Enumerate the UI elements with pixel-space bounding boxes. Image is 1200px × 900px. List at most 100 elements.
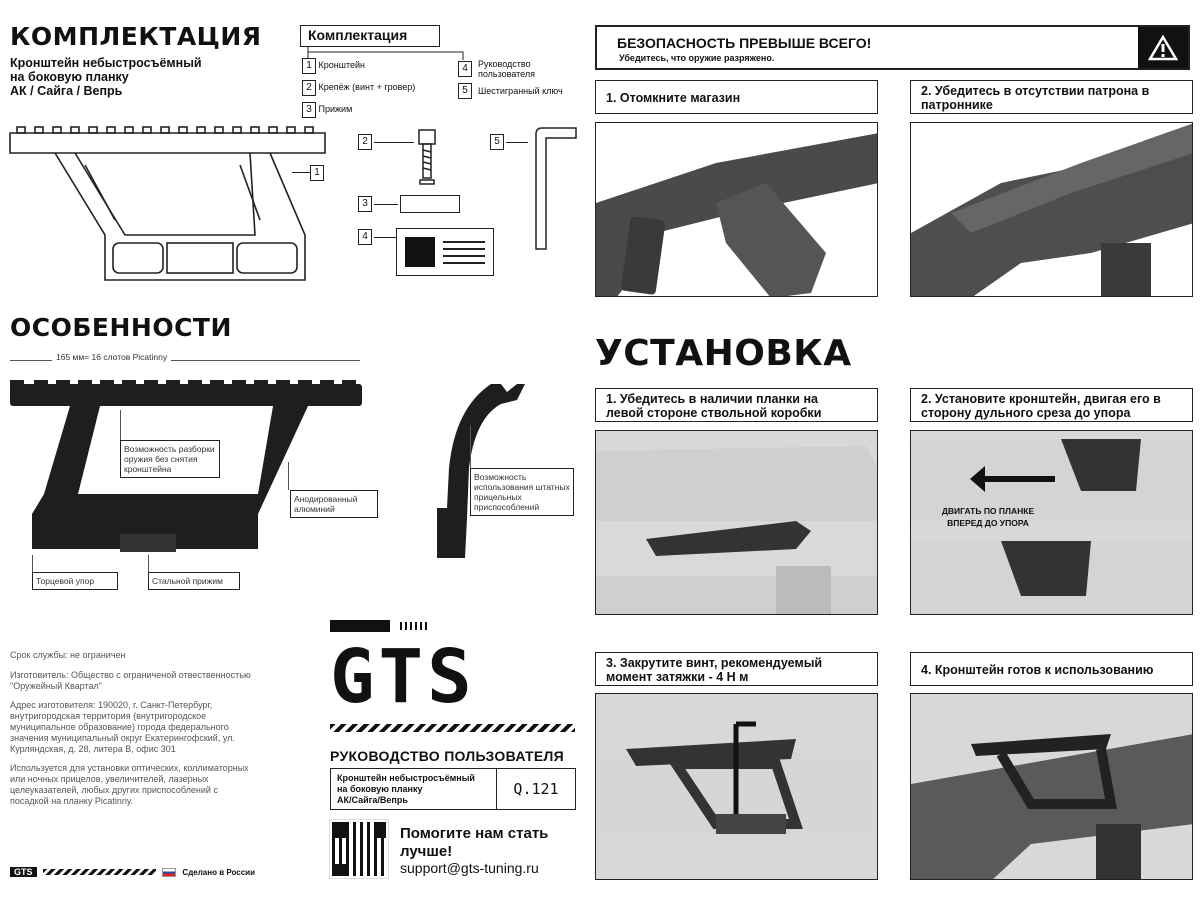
step-title: сторону дульного среза до упора (921, 406, 1131, 420)
usage-text: Используется для установки оптических, к… (10, 763, 249, 806)
callout-clamp: Стальной прижим (148, 572, 240, 590)
footer-logo: GTS (10, 867, 37, 877)
photo-tighten-screw (595, 693, 878, 880)
safety-subtitle: Убедитесь, что оружие разряжено. (619, 53, 775, 63)
leader-line (374, 237, 396, 238)
item-label: Шестигранный ключ (478, 86, 563, 96)
step-title: патроннике (921, 98, 993, 112)
item-label: Крепёж (винт + гровер) (318, 82, 416, 92)
package-box-title: Комплектация (300, 25, 440, 47)
screw-icon (418, 129, 436, 185)
callout-number: 5 (490, 134, 504, 150)
safety-step-2: 2. Убедитесь в отсутствии патрона в патр… (910, 80, 1193, 114)
callout-aluminium: Анодированный алюминий (290, 490, 378, 518)
leader-line (120, 410, 121, 440)
dimension-line (10, 360, 360, 361)
photo-chamber-check (910, 122, 1193, 297)
safety-banner: БЕЗОПАСНОСТЬ ПРЕВЫШЕ ВСЕГО! Убедитесь, ч… (595, 25, 1190, 70)
package-heading: КОМПЛЕКТАЦИЯ (10, 22, 262, 51)
item-number: 1 (302, 58, 316, 74)
hex-key-icon (535, 127, 577, 250)
product-name: Кронштейн небыстросъёмный на боковую пла… (331, 769, 497, 809)
logo-square-icon (405, 237, 435, 267)
safety-title: БЕЗОПАСНОСТЬ ПРЕВЫШЕ ВСЕГО! (617, 35, 872, 51)
info-block: Срок службы: не ограничен Изготовитель: … (10, 650, 255, 807)
support-email[interactable]: support@gts-tuning.ru (400, 860, 539, 876)
step-title: 2. Установите кронштейн, двигая его в (921, 392, 1161, 406)
help-line: лучше! (400, 843, 453, 860)
russia-flag-icon (162, 867, 177, 877)
subtitle-line: на боковую планку (10, 70, 129, 84)
help-line: Помогите нам стать (400, 825, 549, 842)
item-number: 3 (302, 102, 316, 118)
package-list-left: 1 Кронштейн 2 Крепёж (винт + гровер) 3 П… (302, 58, 415, 124)
photo-remove-magazine (595, 122, 878, 297)
leader-line (32, 555, 33, 573)
step-title: 1. Убедитесь в наличии планки на (606, 392, 818, 406)
item-label: Руководство пользователя (478, 59, 535, 79)
photo-bracket-ready (910, 693, 1193, 880)
bracket-outline-drawing (9, 126, 326, 281)
model-number: Q.121 (513, 780, 559, 798)
photo-slide-bracket: ДВИГАТЬ ПО ПЛАНКЕ ВПЕРЕД ДО УПОРА (910, 430, 1193, 615)
step-title: 2. Убедитесь в отсутствии патрона в (921, 84, 1150, 98)
service-life-text: Срок службы: не ограничен (10, 650, 126, 660)
item-label: Прижим (318, 104, 353, 114)
leader-line (292, 172, 310, 173)
help-text: Помогите нам стать лучше! (400, 825, 548, 861)
features-heading: ОСОБЕННОСТИ (10, 313, 232, 342)
slide-line: ДВИГАТЬ ПО ПЛАНКЕ (941, 506, 1035, 516)
product-box: Кронштейн небыстросъёмный на боковую пла… (330, 768, 576, 810)
made-in-label: Сделано в России (182, 867, 255, 877)
install-heading: УСТАНОВКА (595, 333, 852, 374)
leader-line (374, 204, 398, 205)
install-step-2: 2. Установите кронштейн, двигая его в ст… (910, 388, 1193, 422)
step-title: 4. Кронштейн готов к использованию (921, 663, 1154, 677)
package-tree-lines (307, 46, 464, 60)
product-line: Кронштейн небыстросъёмный (337, 773, 475, 783)
gts-logo-block: GTS (330, 620, 575, 740)
step-title: 3. Закрутите винт, рекомендуемый (606, 656, 823, 670)
item-label: Кронштейн (318, 60, 365, 70)
leader-line (148, 555, 149, 573)
footer-strip: GTS Сделано в России (10, 866, 255, 878)
hatch-decoration (330, 724, 575, 732)
safety-step-1: 1. Отомкните магазин (595, 80, 878, 114)
install-step-4: 4. Кронштейн готов к использованию (910, 652, 1193, 686)
product-line: АК/Сайга/Вепрь (337, 795, 408, 805)
package-item: 3 Прижим (302, 102, 415, 124)
item-number: 2 (302, 80, 316, 96)
install-step-1: 1. Убедитесь в наличии планки на левой с… (595, 388, 878, 422)
callout-stop: Торцевой упор (32, 572, 118, 590)
callout-sights: Возможность использования штатных прицел… (470, 468, 574, 516)
step-title: левой стороне ствольной коробки (606, 406, 822, 420)
address-text: Адрес изготовителя: 190020, г. Санкт-Пет… (10, 700, 235, 754)
manufacturer-text: Изготовитель: Общество с ограниченой отв… (10, 670, 251, 691)
slide-instruction: ДВИГАТЬ ПО ПЛАНКЕ ВПЕРЕД ДО УПОРА (933, 505, 1043, 529)
manual-icon (396, 228, 494, 276)
package-subtitle: Кронштейн небыстросъёмный на боковую пла… (10, 56, 202, 98)
step-title: момент затяжки - 4 Н м (606, 670, 749, 684)
callout-number: 1 (310, 165, 324, 181)
hatch-decoration (42, 869, 157, 875)
step-title: 1. Отомкните магазин (606, 91, 741, 105)
clamp-plate-icon (400, 195, 460, 213)
callout-number: 2 (358, 134, 372, 150)
package-item: 1 Кронштейн (302, 58, 415, 80)
subtitle-line: АК / Сайга / Вепрь (10, 84, 123, 98)
install-step-3: 3. Закрутите винт, рекомендуемый момент … (595, 652, 878, 686)
photo-rail-check (595, 430, 878, 615)
bracket-profile-drawing (437, 384, 525, 558)
qr-code-icon[interactable] (329, 819, 389, 879)
dimension-label: 165 мм= 16 слотов Picatinny (52, 352, 172, 362)
slide-line: ВПЕРЕД ДО УПОРА (947, 518, 1029, 528)
leader-line (374, 142, 414, 143)
subtitle-line: Кронштейн небыстросъёмный (10, 56, 202, 70)
leader-line (470, 425, 471, 470)
warning-icon (1138, 27, 1188, 68)
callout-disassembly: Возможность разборки оружия без снятия к… (120, 440, 220, 478)
manual-title: РУКОВОДСТВО ПОЛЬЗОВАТЕЛЯ (330, 748, 565, 764)
